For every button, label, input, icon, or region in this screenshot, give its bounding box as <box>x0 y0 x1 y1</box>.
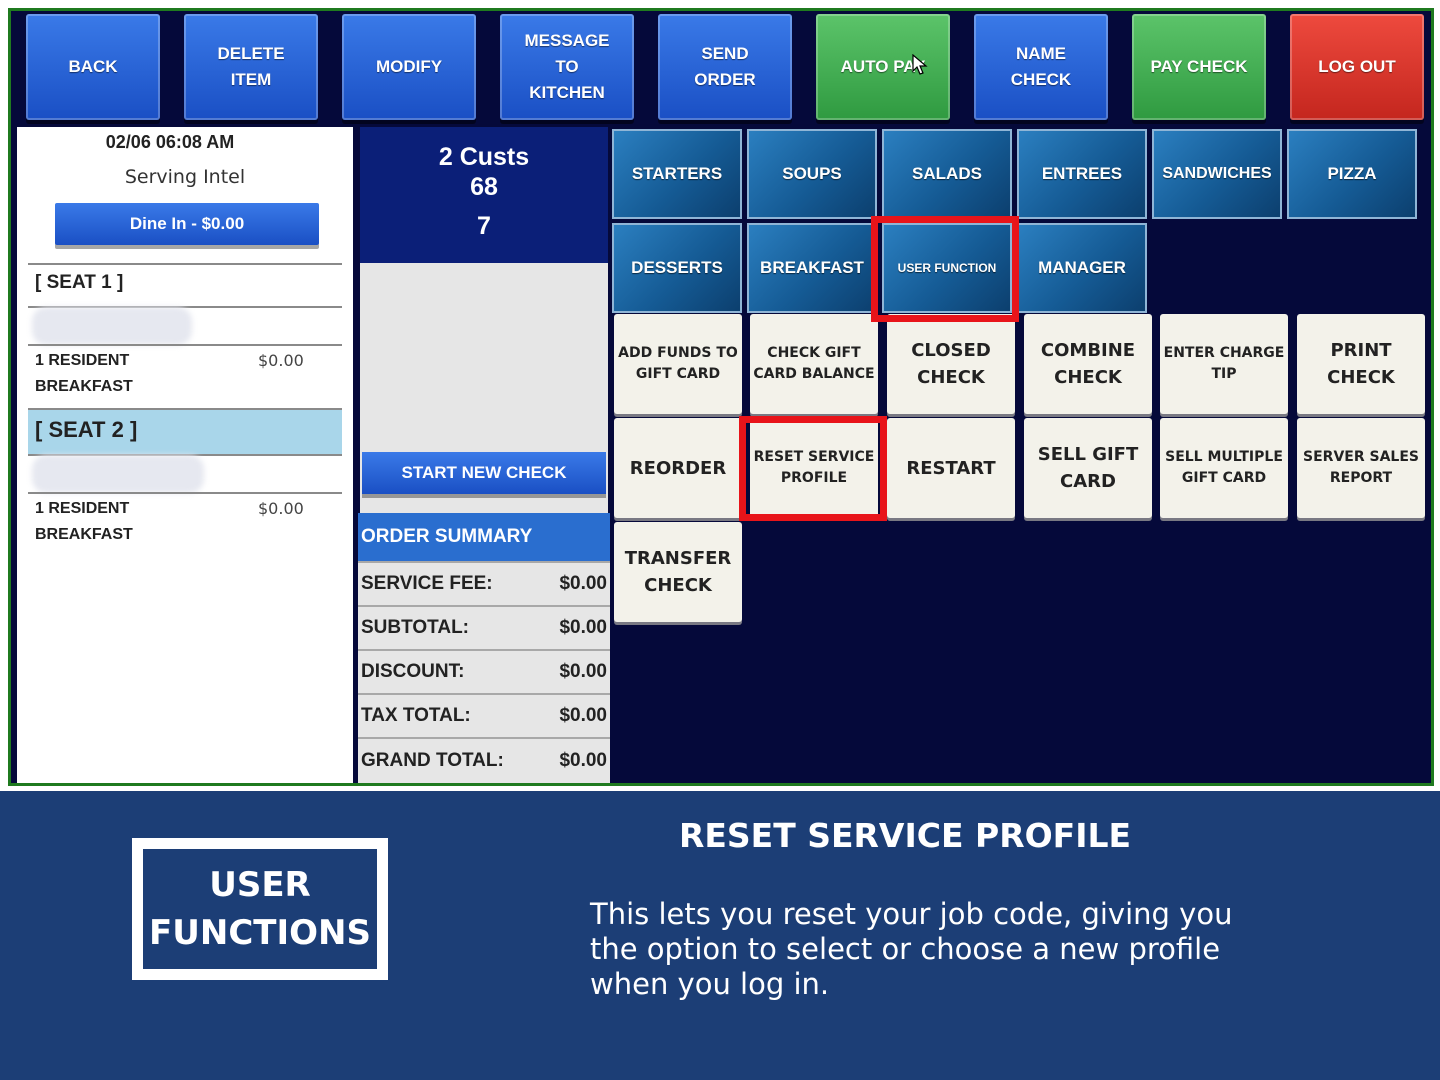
dine-in-button[interactable]: Dine In - $0.00 <box>55 203 319 245</box>
category-entrees[interactable]: ENTREES <box>1017 129 1147 219</box>
category-soups[interactable]: SOUPS <box>747 129 877 219</box>
divider <box>28 344 342 346</box>
log-out-button[interactable]: LOG OUT <box>1290 14 1424 120</box>
mouse-cursor-icon <box>912 54 928 75</box>
start-new-check-button[interactable]: START NEW CHECK <box>362 452 606 494</box>
reorder-button[interactable]: REORDER <box>614 418 742 518</box>
summary-label: SERVICE FEE: <box>361 573 493 594</box>
summary-label: TAX TOTAL: <box>361 705 471 726</box>
summary-row-tax-total: TAX TOTAL: $0.00 <box>358 693 610 737</box>
divider <box>28 306 342 308</box>
check-datetime: 02/06 06:08 AM <box>105 132 235 152</box>
category-sandwiches[interactable]: SANDWICHES <box>1152 129 1282 219</box>
seat-1-label[interactable]: [ SEAT 1 ] <box>35 272 124 293</box>
guest-count-box <box>360 127 608 263</box>
category-breakfast[interactable]: BREAKFAST <box>747 223 877 313</box>
check-number: 7 <box>477 212 491 240</box>
message-to-kitchen-button[interactable]: MESSAGE TO KITCHEN <box>500 14 634 120</box>
seat-2-item-price: $0.00 <box>258 499 304 518</box>
add-funds-gift-card-button[interactable]: ADD FUNDS TO GIFT CARD <box>614 314 742 414</box>
guest-count: 2 Custs <box>438 143 530 171</box>
sell-gift-card-button[interactable]: SELL GIFT CARD <box>1024 418 1152 518</box>
blurred-guest-name <box>32 307 192 345</box>
seat-2-item[interactable]: 1 RESIDENT BREAKFAST <box>35 500 133 543</box>
category-manager[interactable]: MANAGER <box>1017 223 1147 313</box>
closed-check-button[interactable]: CLOSED CHECK <box>887 314 1015 414</box>
seat-1-item[interactable]: 1 RESIDENT BREAKFAST <box>35 352 133 395</box>
seat-1-item-price: $0.00 <box>258 351 304 370</box>
summary-label: SUBTOTAL: <box>361 617 470 638</box>
enter-charge-tip-button[interactable]: ENTER CHARGE TIP <box>1160 314 1288 414</box>
modify-button[interactable]: MODIFY <box>342 14 476 120</box>
category-desserts[interactable]: DESSERTS <box>612 223 742 313</box>
info-title: RESET SERVICE PROFILE <box>678 816 1132 855</box>
summary-row-grand-total: GRAND TOTAL: $0.00 <box>358 737 610 783</box>
section-badge-inner: USER FUNCTIONS <box>141 847 379 971</box>
category-starters[interactable]: STARTERS <box>612 129 742 219</box>
reset-service-profile-button[interactable]: RESET SERVICE PROFILE <box>750 418 878 518</box>
summary-row-service-fee: SERVICE FEE: $0.00 <box>358 561 610 605</box>
divider <box>28 263 342 265</box>
summary-label: DISCOUNT: <box>361 661 465 682</box>
check-gift-card-balance-button[interactable]: CHECK GIFT CARD BALANCE <box>750 314 878 414</box>
summary-value: $0.00 <box>559 617 607 638</box>
name-check-button[interactable]: NAME CHECK <box>974 14 1108 120</box>
section-badge-label: USER FUNCTIONS <box>149 865 371 953</box>
summary-label: GRAND TOTAL: <box>361 750 504 771</box>
server-name: Serving Intel <box>124 166 246 188</box>
table-number: 68 <box>470 173 498 201</box>
summary-value: $0.00 <box>559 573 607 594</box>
sell-multiple-gift-card-button[interactable]: SELL MULTIPLE GIFT CARD <box>1160 418 1288 518</box>
pay-check-button[interactable]: PAY CHECK <box>1132 14 1266 120</box>
seat-2-label[interactable]: [ SEAT 2 ] <box>35 417 138 442</box>
print-check-button[interactable]: PRINT CHECK <box>1297 314 1425 414</box>
summary-row-subtotal: SUBTOTAL: $0.00 <box>358 605 610 649</box>
auto-pay-button[interactable]: AUTO PAY <box>816 14 950 120</box>
summary-value: $0.00 <box>559 661 607 682</box>
seat-2-row-selected[interactable] <box>28 408 342 456</box>
order-summary-title: ORDER SUMMARY <box>358 513 610 561</box>
transfer-check-button[interactable]: TRANSFER CHECK <box>614 522 742 622</box>
server-sales-report-button[interactable]: SERVER SALES REPORT <box>1297 418 1425 518</box>
summary-value: $0.00 <box>559 750 607 771</box>
summary-value: $0.00 <box>559 705 607 726</box>
category-user-function[interactable]: USER FUNCTION <box>882 223 1012 313</box>
delete-item-button[interactable]: DELETE ITEM <box>184 14 318 120</box>
category-salads[interactable]: SALADS <box>882 129 1012 219</box>
restart-button[interactable]: RESTART <box>887 418 1015 518</box>
divider <box>28 492 342 494</box>
section-badge: USER FUNCTIONS <box>132 838 388 980</box>
summary-row-discount: DISCOUNT: $0.00 <box>358 649 610 693</box>
blurred-guest-name <box>32 455 204 493</box>
back-button[interactable]: BACK <box>26 14 160 120</box>
info-description: This lets you reset your job code, givin… <box>590 897 1233 1001</box>
combine-check-button[interactable]: COMBINE CHECK <box>1024 314 1152 414</box>
send-order-button[interactable]: SEND ORDER <box>658 14 792 120</box>
category-pizza[interactable]: PIZZA <box>1287 129 1417 219</box>
